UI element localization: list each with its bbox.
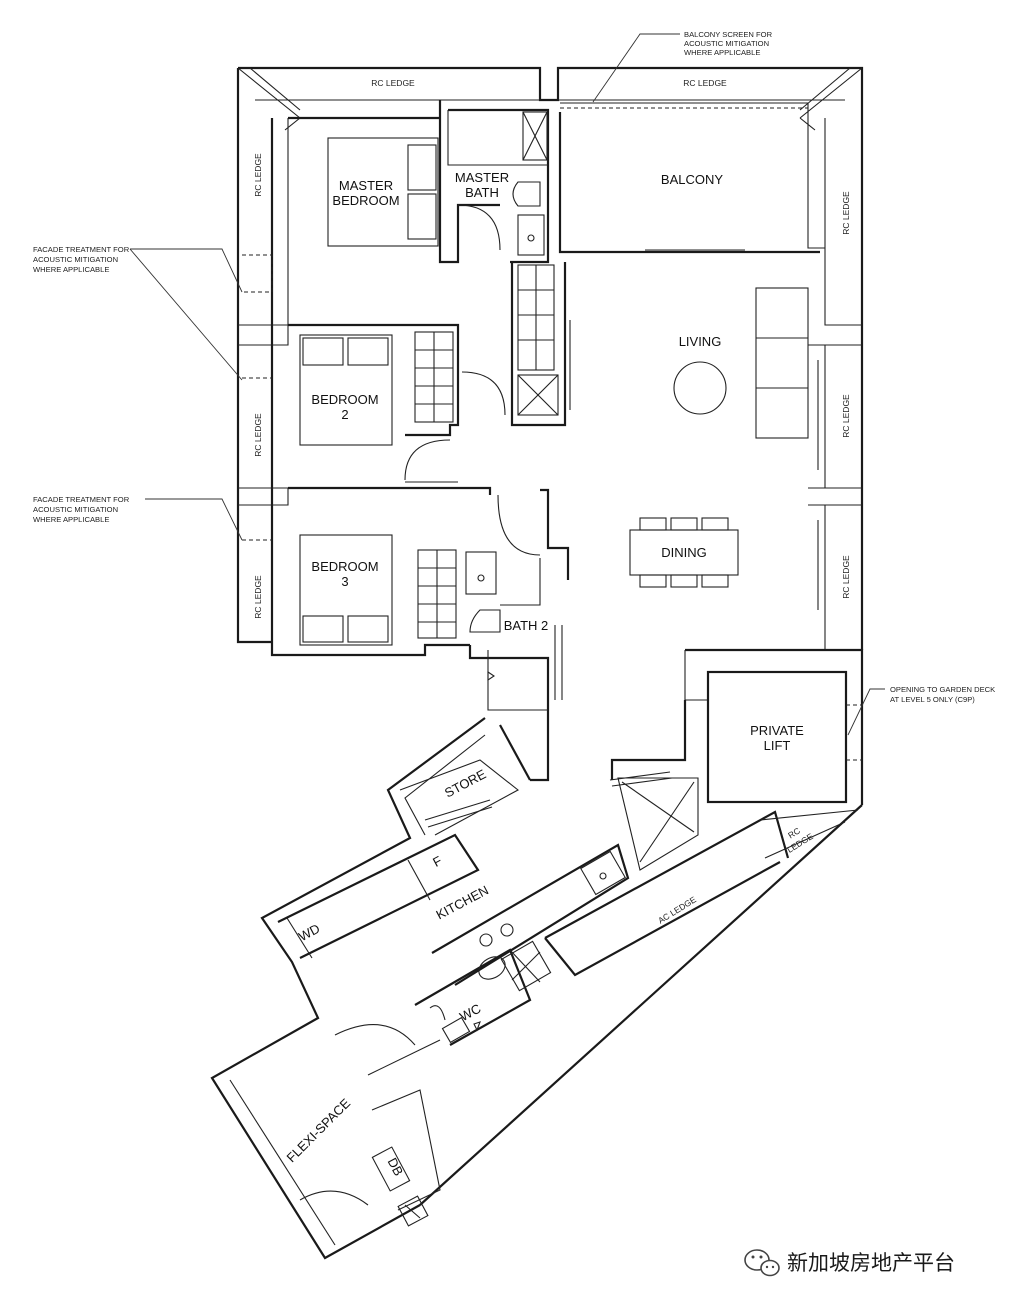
balcony-zone <box>558 102 825 254</box>
dining-zone <box>629 517 739 588</box>
private-lift-zone <box>610 648 864 805</box>
note-facade2-3: WHERE APPLICABLE <box>33 515 109 524</box>
label-rc-ledge-left-2: RC LEDGE <box>253 413 263 457</box>
label-living: LIVING <box>679 334 722 349</box>
label-rc-ledge-left-1: RC LEDGE <box>253 153 263 197</box>
label-master-bedroom-2: BEDROOM <box>332 193 399 208</box>
label-rc-ledge-top-right: RC LEDGE <box>683 78 727 88</box>
note-garden-deck-2: AT LEVEL 5 ONLY (C9P) <box>890 695 975 704</box>
note-facade2-2: ACOUSTIC MITIGATION <box>33 505 118 514</box>
ledge-labels: RC LEDGE RC LEDGE RC LEDGE RC LEDGE RC L… <box>253 78 851 926</box>
label-db: DB <box>385 1155 407 1178</box>
label-rc-ledge-right-3: RC LEDGE <box>841 555 851 599</box>
label-master-bath-2: BATH <box>465 185 499 200</box>
master-bedroom-zone <box>288 100 550 264</box>
watermark: 新加坡房地产平台 <box>744 1249 955 1277</box>
note-facade1-2: ACOUSTIC MITIGATION <box>33 255 118 264</box>
label-bedroom-3-2: 3 <box>341 574 348 589</box>
label-wd: WD <box>296 921 322 944</box>
label-master-bath-1: MASTER <box>455 170 509 185</box>
label-flexi-space: FLEXI-SPACE <box>284 1095 354 1165</box>
note-facade1-1: FACADE TREATMENT FOR <box>33 245 130 254</box>
annotation-notes: BALCONY SCREEN FOR ACOUSTIC MITIGATION W… <box>33 30 995 704</box>
living-zone <box>673 287 809 439</box>
label-bath-2: BATH 2 <box>504 618 549 633</box>
label-bedroom-2-2: 2 <box>341 407 348 422</box>
label-balcony: BALCONY <box>661 172 723 187</box>
note-garden-deck-1: OPENING TO GARDEN DECK <box>890 685 995 694</box>
label-rc-ledge-right-2: RC LEDGE <box>841 394 851 438</box>
label-bedroom-3-1: BEDROOM <box>311 559 378 574</box>
corridor-wardrobe <box>510 262 571 427</box>
lower-wing-walls <box>210 717 863 1260</box>
label-rc-ledge-top-left: RC LEDGE <box>371 78 415 88</box>
label-private-lift-2: LIFT <box>764 738 791 753</box>
note-facade1-3: WHERE APPLICABLE <box>33 265 109 274</box>
note-balcony-screen-3: WHERE APPLICABLE <box>684 48 760 57</box>
label-wc: WC <box>457 1001 483 1024</box>
bedroom-3-zone <box>299 488 570 782</box>
label-rc-ledge-right-1: RC LEDGE <box>841 191 851 235</box>
note-facade2-1: FACADE TREATMENT FOR <box>33 495 130 504</box>
room-labels: MASTER BEDROOM MASTER BATH BALCONY LIVIN… <box>284 170 805 1178</box>
label-dining: DINING <box>661 545 707 560</box>
label-private-lift-1: PRIVATE <box>750 723 804 738</box>
bedroom-2-zone <box>288 323 506 495</box>
watermark-text: 新加坡房地产平台 <box>787 1251 955 1275</box>
label-bedroom-2-1: BEDROOM <box>311 392 378 407</box>
note-balcony-screen-2: ACOUSTIC MITIGATION <box>684 39 769 48</box>
facade-treatments <box>242 254 273 541</box>
wechat-logo-icon <box>744 1249 780 1277</box>
label-fridge: F <box>430 853 444 870</box>
label-master-bedroom-1: MASTER <box>339 178 393 193</box>
annotation-leaders <box>129 33 885 736</box>
label-rc-ledge-left-3: RC LEDGE <box>253 575 263 619</box>
note-balcony-screen-1: BALCONY SCREEN FOR <box>684 30 773 39</box>
